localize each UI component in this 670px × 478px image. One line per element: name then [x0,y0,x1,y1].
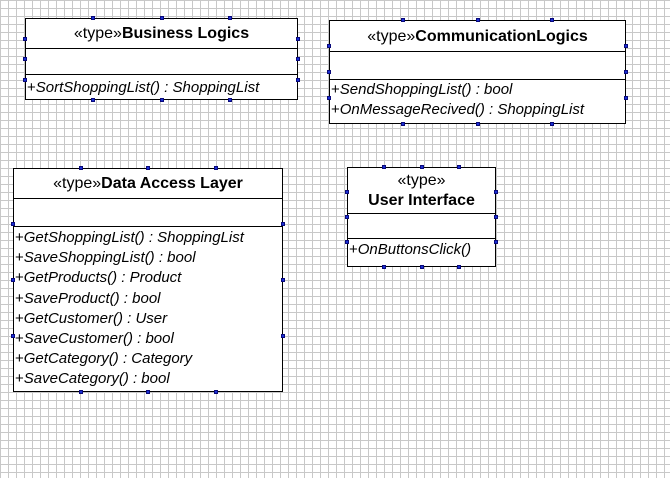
selection-handle[interactable] [91,16,95,20]
selection-handle[interactable] [624,70,628,74]
selection-handle[interactable] [296,78,300,82]
class-data-access-layer[interactable]: «type»Data Access Layer +GetShoppingList… [13,168,283,392]
operation-item[interactable]: +SortShoppingList() : ShoppingList [27,79,260,96]
operation-item[interactable]: +GetShoppingList() : ShoppingList [15,229,244,246]
class-stereotype: «type» [367,28,416,45]
class-header: «type»Data Access Layer [14,169,282,199]
selection-handle[interactable] [91,98,95,102]
selection-handle[interactable] [281,334,285,338]
class-communication-logics[interactable]: «type»CommunicationLogics +SendShoppingL… [329,20,626,124]
selection-handle[interactable] [345,240,349,244]
class-header: «type»Business Logics [26,19,297,49]
selection-handle[interactable] [624,96,628,100]
selection-handle[interactable] [401,18,405,22]
selection-handle[interactable] [146,390,150,394]
selection-handle[interactable] [281,278,285,282]
selection-handle[interactable] [23,57,27,61]
selection-handle[interactable] [476,122,480,126]
selection-handle[interactable] [160,16,164,20]
selection-handle[interactable] [296,57,300,61]
class-header: «type»CommunicationLogics [330,21,625,52]
selection-handle[interactable] [11,278,15,282]
selection-handle[interactable] [228,98,232,102]
operation-item[interactable]: +GetCategory() : Category [15,350,193,368]
operation-item[interactable]: +SaveProduct() : bool [15,289,161,307]
selection-handle[interactable] [23,37,27,41]
class-user-interface[interactable]: «type» User Interface +OnButtonsClick() [347,167,496,267]
operation-item[interactable]: +SendShoppingList() : bool [331,81,513,98]
attributes-compartment [14,199,282,227]
selection-handle[interactable] [382,165,386,169]
selection-handle[interactable] [345,215,349,219]
operation-item[interactable]: +SaveCategory() : bool [15,370,170,388]
selection-handle[interactable] [281,222,285,226]
selection-handle[interactable] [345,190,349,194]
class-name: CommunicationLogics [415,28,588,45]
selection-handle[interactable] [457,165,461,169]
selection-handle[interactable] [382,265,386,269]
selection-handle[interactable] [23,78,27,82]
operation-item[interactable]: +GetCustomer() : User [15,309,168,327]
selection-handle[interactable] [476,18,480,22]
attributes-compartment [348,214,495,239]
class-stereotype: «type» [397,172,446,189]
class-header: «type» User Interface [348,168,495,214]
operation-item[interactable]: +GetProducts() : Product [15,269,182,287]
selection-handle[interactable] [160,98,164,102]
selection-handle[interactable] [228,16,232,20]
operation-item[interactable]: +SaveShoppingList() : bool [15,249,196,267]
class-business-logics[interactable]: «type»Business Logics +SortShoppingList(… [25,18,298,100]
selection-handle[interactable] [550,18,554,22]
class-stereotype: «type» [73,25,122,42]
selection-handle[interactable] [494,190,498,194]
selection-handle[interactable] [494,240,498,244]
operations-compartment: +GetShoppingList() : ShoppingList +SaveS… [14,227,282,390]
selection-handle[interactable] [79,166,83,170]
operations-compartment: +OnButtonsClick() [348,239,495,260]
selection-handle[interactable] [11,222,15,226]
selection-handle[interactable] [494,215,498,219]
class-name: User Interface [368,192,475,209]
attributes-compartment [330,52,625,80]
operations-compartment: +SortShoppingList() : ShoppingList [26,75,297,98]
selection-handle[interactable] [420,165,424,169]
class-stereotype: «type» [53,175,102,192]
operation-item[interactable]: +OnMessageRecived() : ShoppingList [331,101,585,119]
selection-handle[interactable] [327,70,331,74]
selection-handle[interactable] [79,390,83,394]
selection-handle[interactable] [550,122,554,126]
selection-handle[interactable] [327,96,331,100]
class-name: Data Access Layer [101,175,243,192]
class-name: Business Logics [121,25,250,42]
operation-item[interactable]: +OnButtonsClick() [349,241,472,258]
selection-handle[interactable] [457,265,461,269]
selection-handle[interactable] [624,44,628,48]
selection-handle[interactable] [420,265,424,269]
selection-handle[interactable] [296,37,300,41]
operations-compartment: +SendShoppingList() : bool +OnMessageRec… [330,80,625,120]
selection-handle[interactable] [11,334,15,338]
attributes-compartment [26,49,297,75]
selection-handle[interactable] [327,44,331,48]
selection-handle[interactable] [146,166,150,170]
selection-handle[interactable] [214,390,218,394]
operation-item[interactable]: +SaveCustomer() : bool [15,330,174,348]
selection-handle[interactable] [214,166,218,170]
selection-handle[interactable] [401,122,405,126]
